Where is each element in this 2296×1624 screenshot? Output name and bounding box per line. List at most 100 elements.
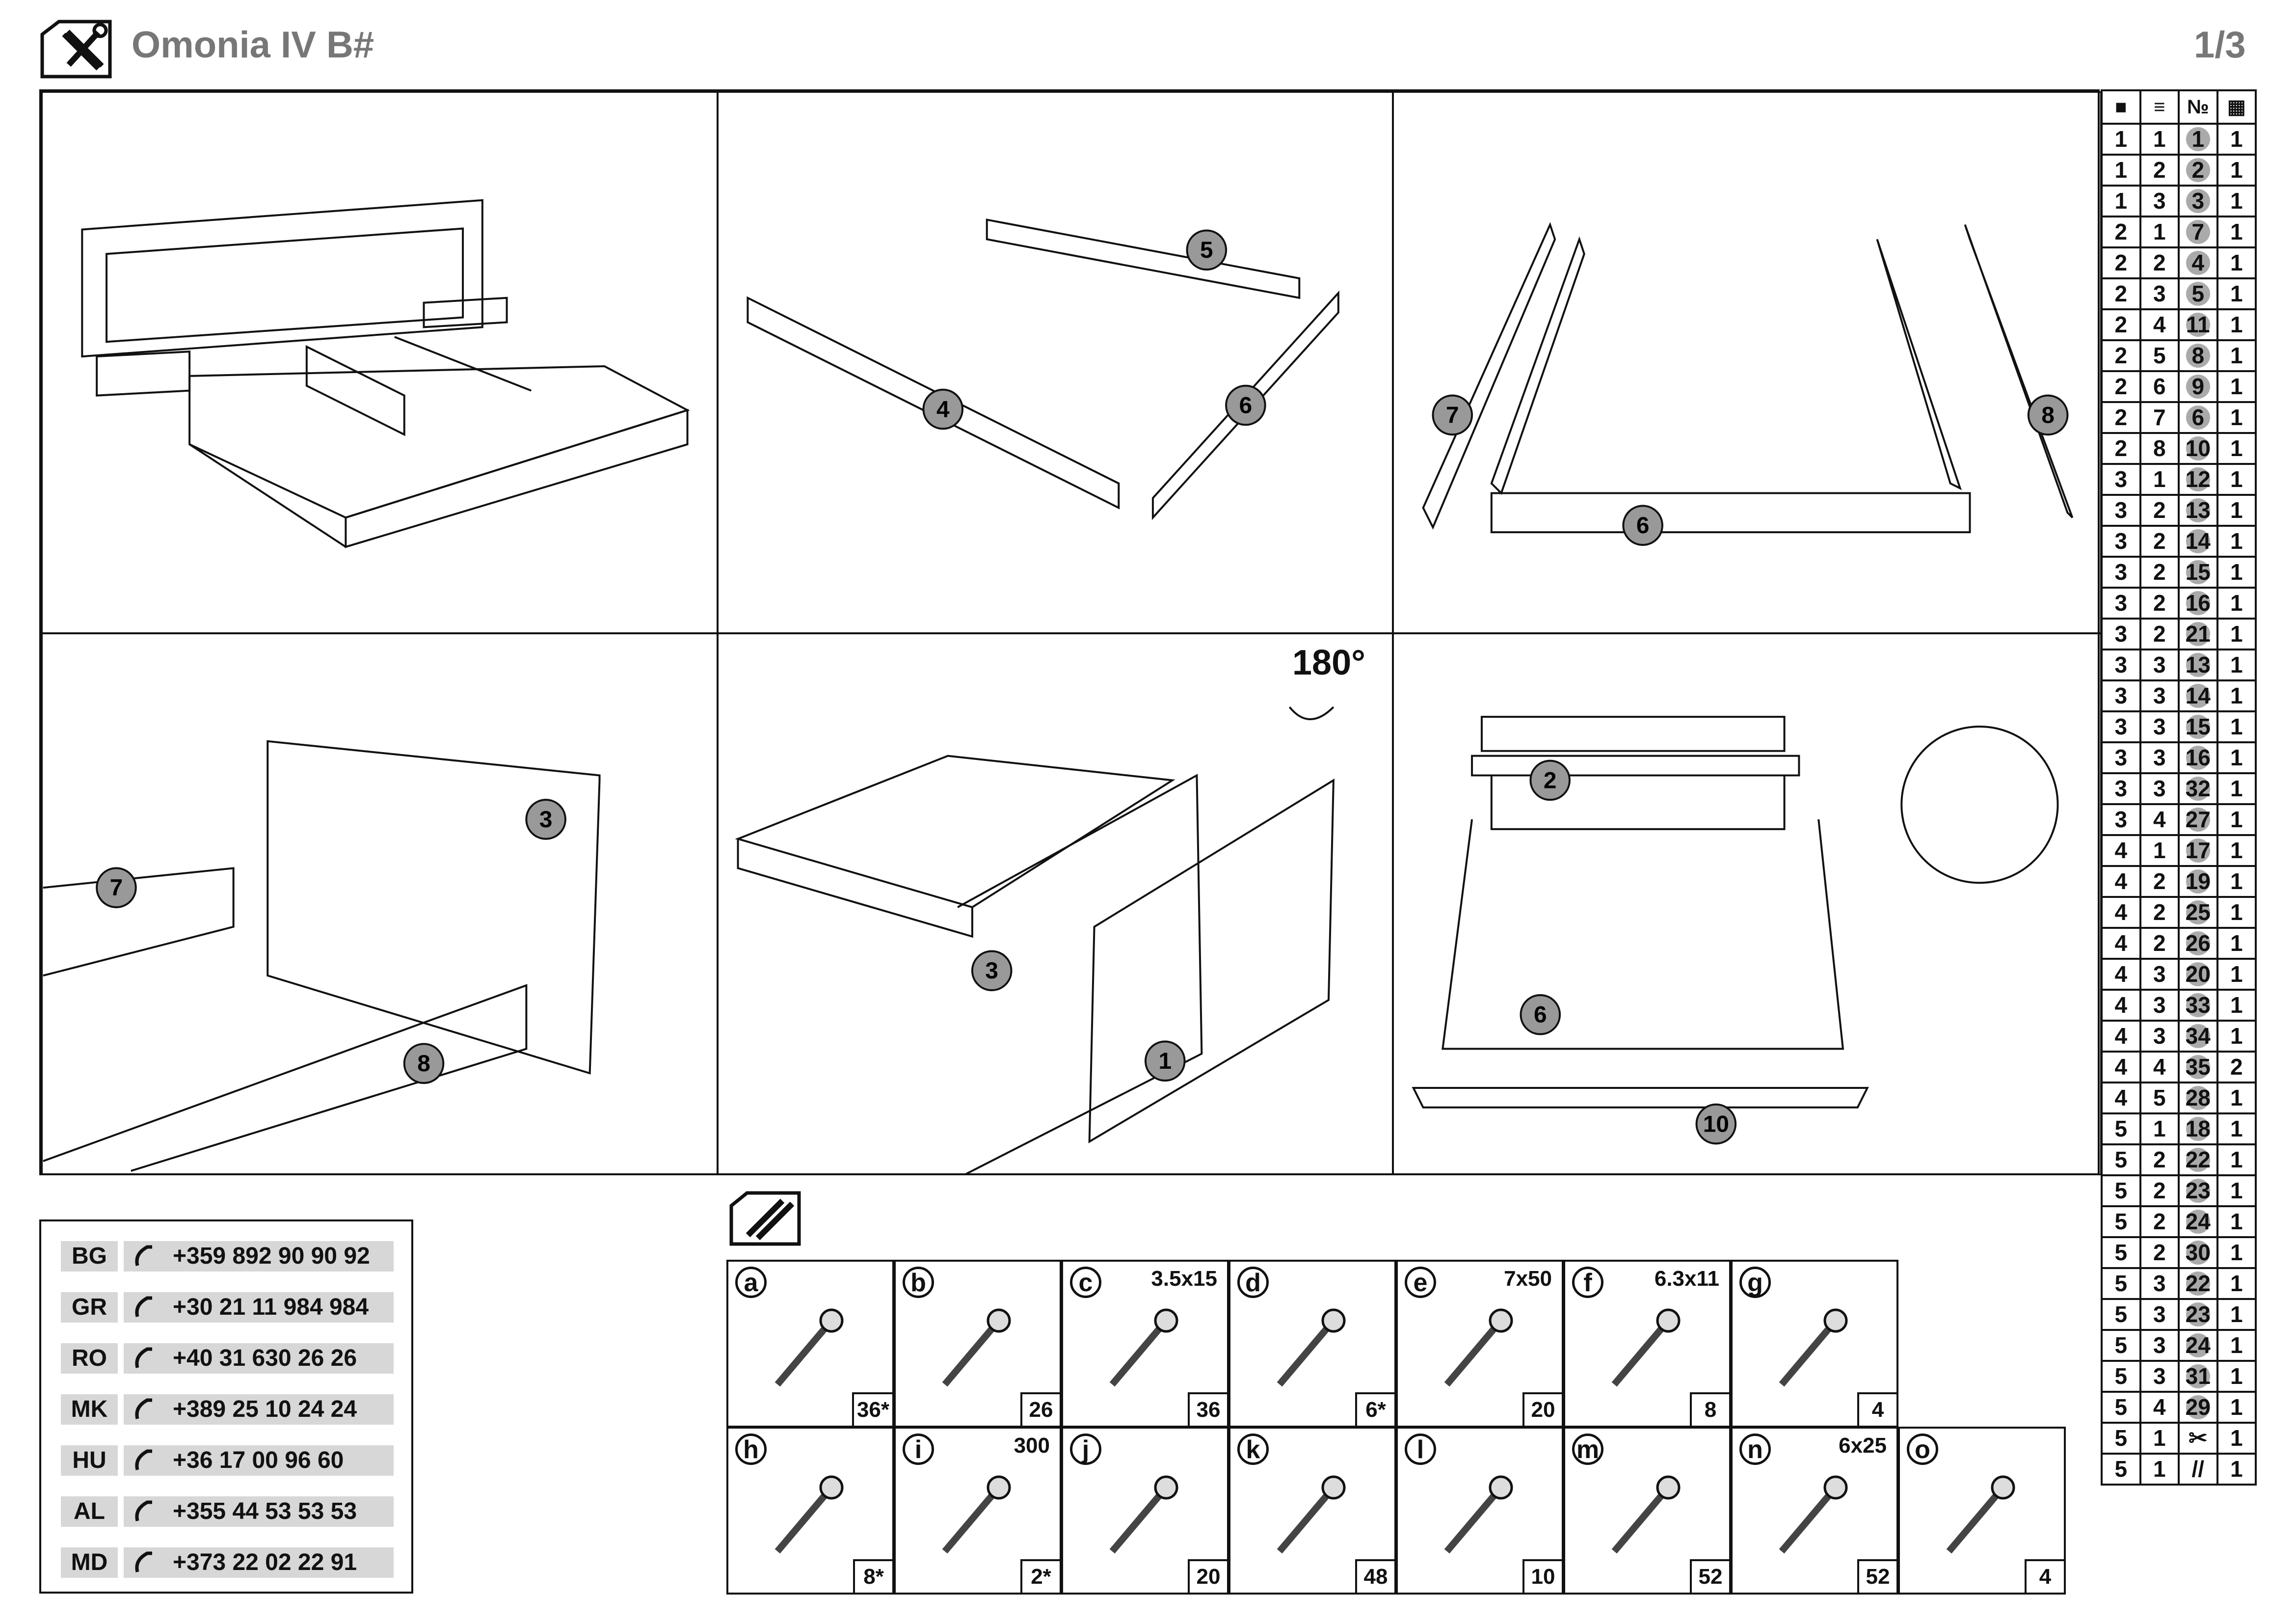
part-number: 14 [2178,679,2218,712]
country-code: RO [61,1343,118,1374]
phone-number[interactable]: +373 22 02 22 91 [124,1547,394,1578]
parts-table-header: ■ ≡ № ▦ [2101,89,2257,125]
box-cell: 3 [2101,587,2141,620]
phone-number[interactable]: +40 31 630 26 26 [124,1343,394,1374]
hardware-letter: j [1070,1434,1101,1465]
qty-cell: 1 [2216,1453,2257,1486]
pack-cell: 2 [2139,896,2180,929]
box-cell: 4 [2101,1020,2141,1053]
box-cell: 3 [2101,803,2141,836]
qty-cell: 1 [2216,246,2257,279]
hardware-j-icon [1109,1475,1178,1554]
part-number: 34 [2178,1020,2218,1053]
hardware-qty: 48 [1355,1559,1394,1593]
box-cell: 2 [2101,339,2141,372]
box-cell: 3 [2101,463,2141,496]
pack-cell: 4 [2139,1391,2180,1424]
qty-cell: 1 [2216,710,2257,743]
pack-cell: 2 [2139,525,2180,558]
hardware-size: 7x50 [1504,1267,1552,1291]
step-1-assembled-bed [41,91,719,634]
page-title: Omonia IV B# [132,24,374,66]
part-number: 8 [2178,339,2218,372]
qty-cell: 1 [2216,618,2257,650]
qty-cell: 1 [2216,741,2257,774]
pack-cell: 2 [2139,927,2180,960]
step-5-box-rotate: 180° 3 1 [717,632,1394,1175]
part-number: 20 [2178,958,2218,991]
hardware-c-icon [1109,1308,1178,1387]
tools-icon: ✂ [2178,1422,2218,1455]
pack-cell: 2 [2139,494,2180,527]
hardware-size: 300 [1014,1434,1050,1458]
box-cell: 3 [2101,618,2141,650]
box-cell: 5 [2101,1422,2141,1455]
phone-number[interactable]: +359 892 90 90 92 [124,1241,394,1272]
hardware-qty: 8* [853,1559,892,1593]
part-number: 7 [2178,216,2218,248]
part-number: 1 [2178,123,2218,156]
pack-cell: 2 [2139,154,2180,187]
phone-icon [135,1347,152,1368]
pack-cell: 3 [2139,1267,2180,1300]
part-number: 15 [2178,556,2218,589]
qty-cell: 1 [2216,772,2257,805]
box-cell: 3 [2101,679,2141,712]
pack-cell: 8 [2139,432,2180,465]
box-cell: 3 [2101,525,2141,558]
qty-cell: 1 [2216,896,2257,929]
phone-number[interactable]: +389 25 10 24 24 [124,1394,394,1425]
phone-number[interactable]: +30 21 11 984 984 [124,1292,394,1323]
part-number: 26 [2178,927,2218,960]
box-cell: 3 [2101,772,2141,805]
qty-cell: 1 [2216,1360,2257,1393]
part-number: 31 [2178,1360,2218,1393]
pack-cell: 2 [2139,556,2180,589]
part-number: 18 [2178,1112,2218,1145]
box-cell: 3 [2101,649,2141,681]
part-number: 30 [2178,1236,2218,1269]
svg-text:1: 1 [1159,1048,1172,1074]
hardware-letter: g [1739,1267,1771,1298]
phone-number[interactable]: +355 44 53 53 53 [124,1496,394,1527]
hardware-a-icon [774,1308,844,1387]
hardware-e-icon [1444,1308,1513,1387]
box-cell: 5 [2101,1205,2141,1238]
qty-cell: 1 [2216,865,2257,898]
qty-cell: 1 [2216,123,2257,156]
box-cell: 5 [2101,1391,2141,1424]
qty-cell: 1 [2216,216,2257,248]
qty-cell: 1 [2216,277,2257,310]
qty-cell: 1 [2216,370,2257,403]
part-number: 14 [2178,525,2218,558]
qty-cell: 1 [2216,525,2257,558]
phone-icon [135,1449,152,1470]
phone-number[interactable]: +36 17 00 96 60 [124,1445,394,1476]
part-number: 13 [2178,494,2218,527]
hardware-letter: c [1070,1267,1101,1298]
pack-cell: 4 [2139,803,2180,836]
phone-number-text: +373 22 02 22 91 [173,1549,357,1575]
pack-cell: 2 [2139,1143,2180,1176]
part-number: 11 [2178,308,2218,341]
pack-cell: 1 [2139,1422,2180,1455]
